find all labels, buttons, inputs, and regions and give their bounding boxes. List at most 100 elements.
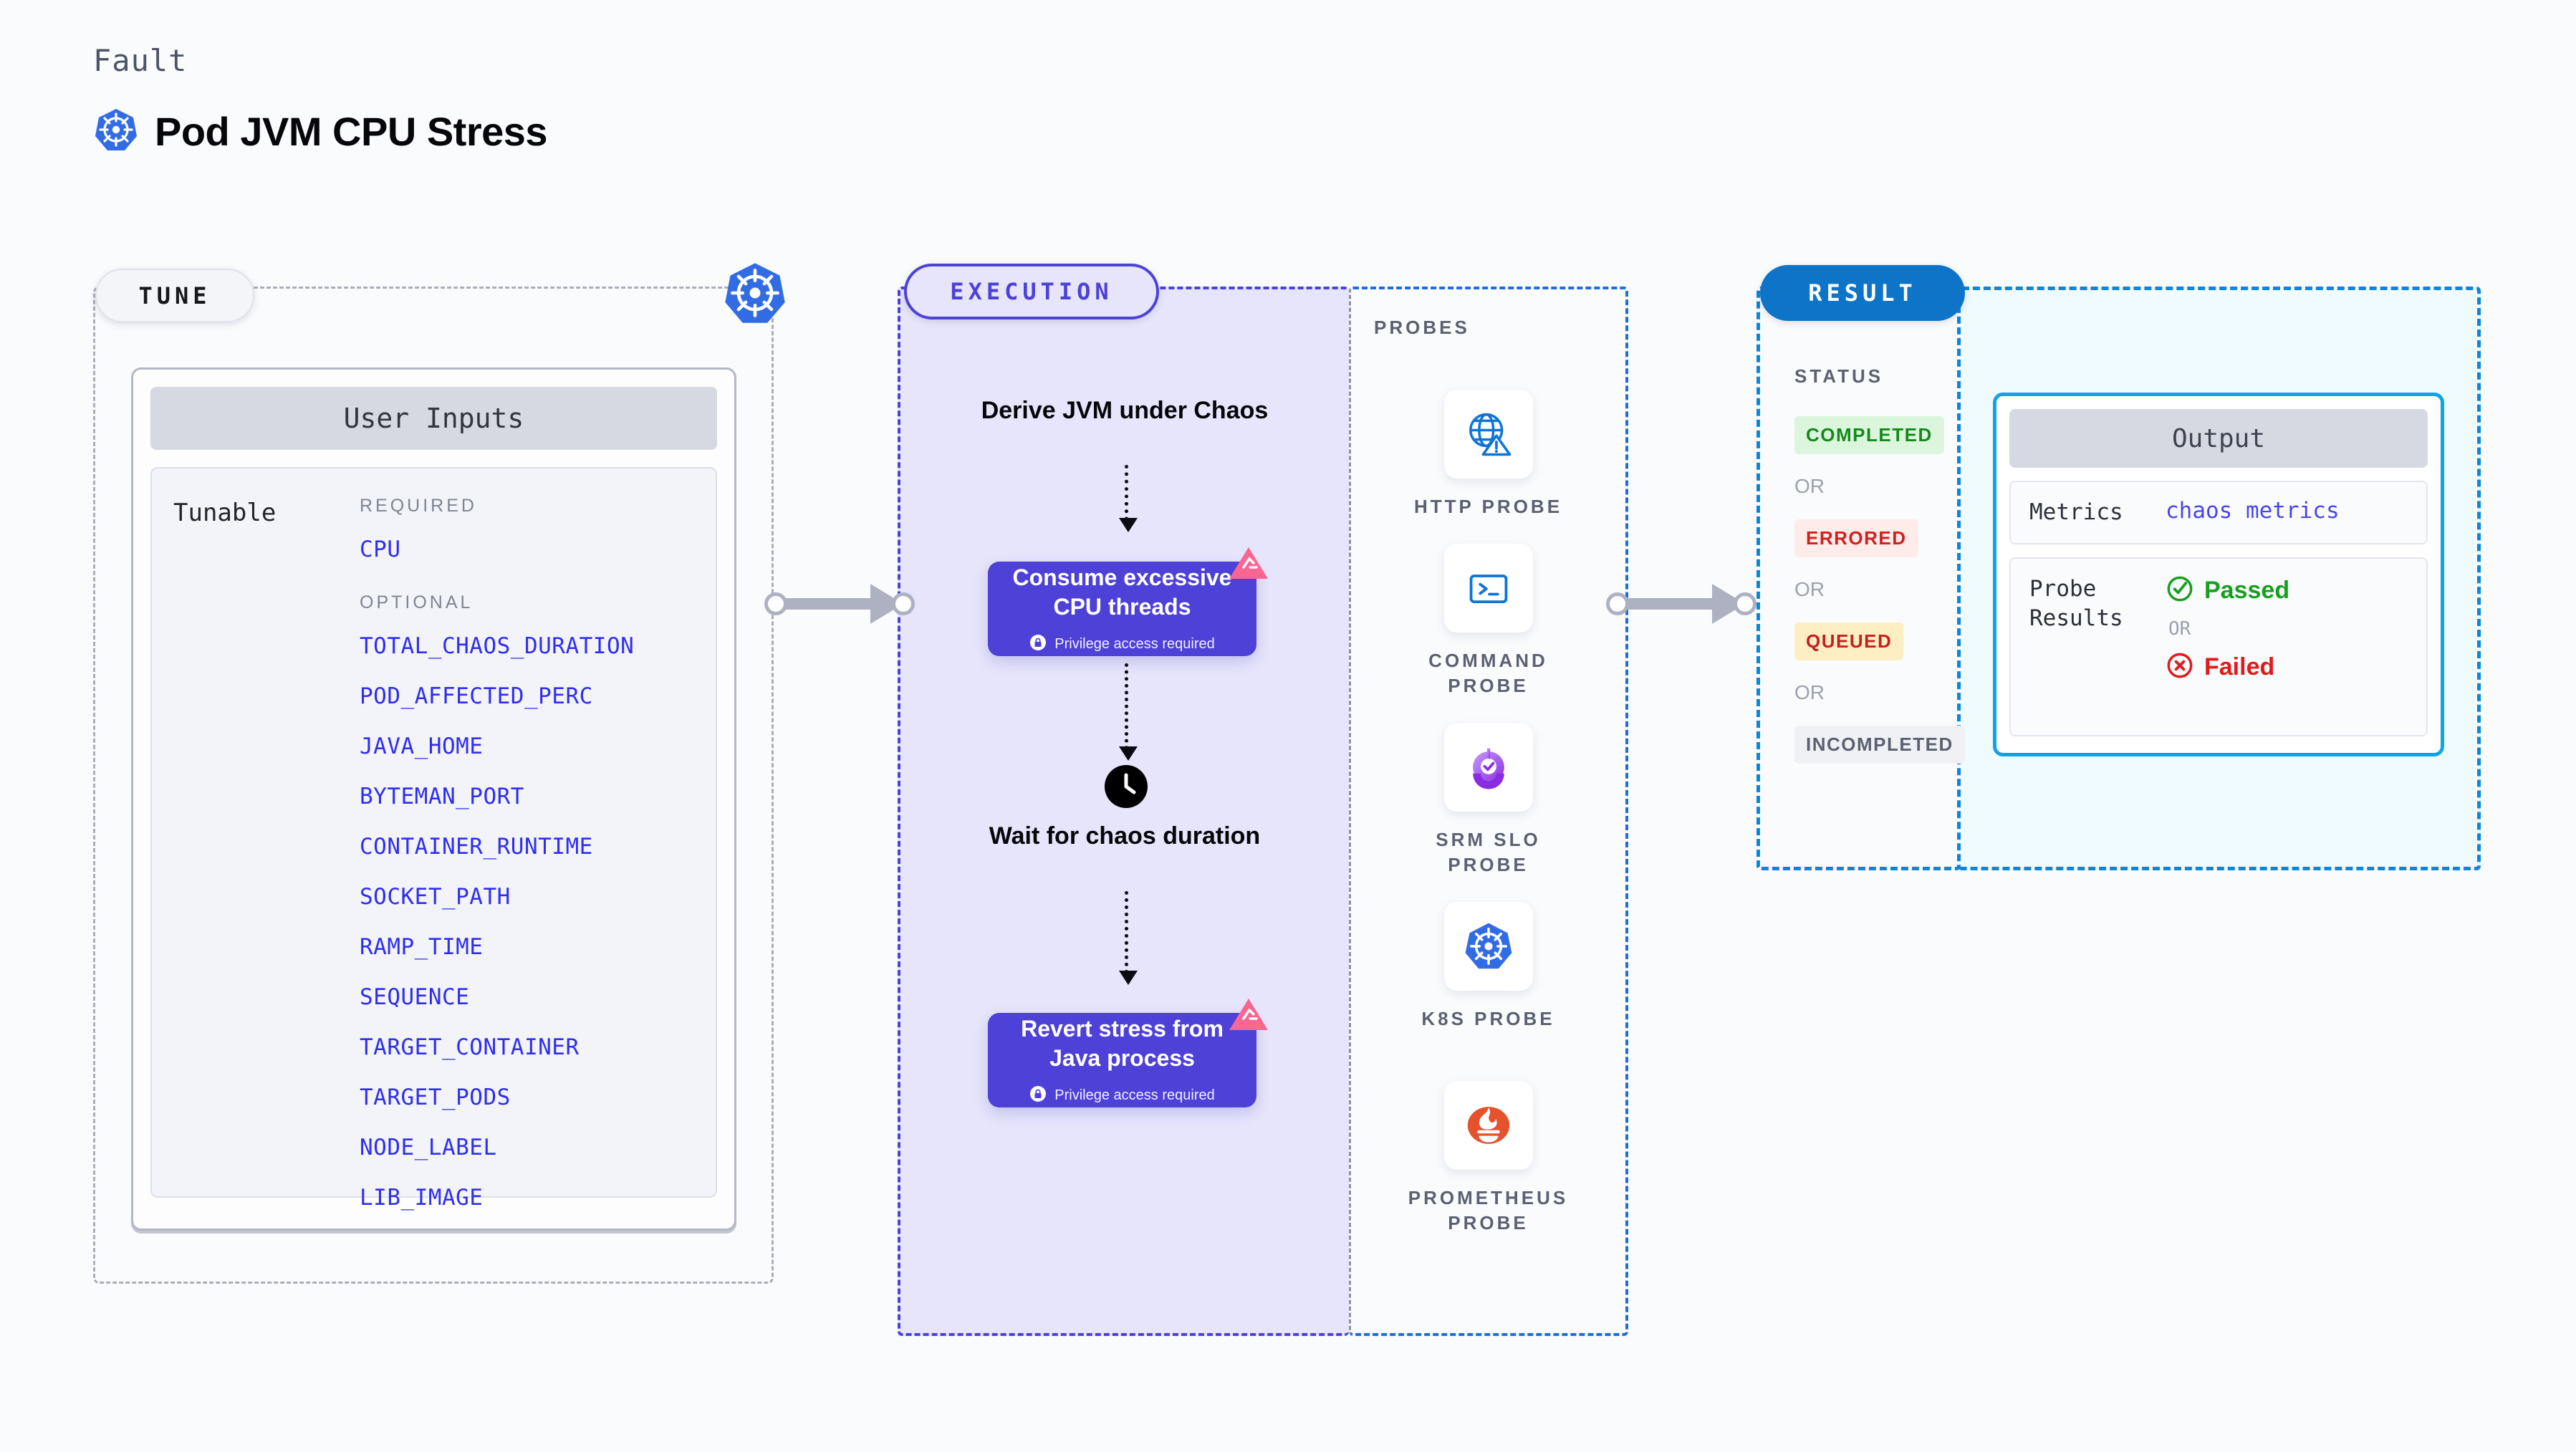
param-container-runtime[interactable]: CONTAINER_RUNTIME: [360, 834, 593, 860]
output-probe-results-row: Probe Results Passed OR: [2009, 557, 2428, 736]
probe-label: K8S PROBE: [1421, 1008, 1555, 1029]
execution-section-label: EXECUTION: [950, 278, 1113, 305]
user-inputs-title: User Inputs: [150, 387, 717, 450]
tune-section-label: TUNE: [138, 282, 211, 309]
probe-label: COMMAND PROBE: [1428, 650, 1548, 697]
param-lib-image[interactable]: LIB_IMAGE: [360, 1185, 484, 1211]
kubernetes-icon: [722, 260, 788, 326]
param-target-pods[interactable]: TARGET_PODS: [360, 1085, 511, 1110]
privilege-note: Privilege access required: [1029, 634, 1215, 655]
passed-label: Passed: [2204, 576, 2290, 604]
terminal-icon: [1443, 544, 1533, 633]
arrow-shaft: [1616, 598, 1724, 610]
fault-title-row: Pod JVM CPU Stress: [93, 107, 548, 156]
privilege-label: Privilege access required: [1054, 636, 1215, 653]
optional-heading: OPTIONAL: [360, 592, 474, 612]
output-metrics-row: Metrics chaos metrics: [2009, 481, 2428, 544]
param-byteman-port[interactable]: BYTEMAN_PORT: [360, 784, 524, 809]
lock-icon: [1029, 634, 1047, 655]
probe-command[interactable]: COMMAND PROBE: [1351, 544, 1625, 698]
probe-label: HTTP PROBE: [1413, 496, 1563, 517]
param-java-home[interactable]: JAVA_HOME: [360, 734, 484, 759]
arrow-end-dot: [1734, 592, 1756, 615]
privilege-label: Privilege access required: [1054, 1087, 1215, 1104]
probe-http[interactable]: HTTP PROBE: [1351, 390, 1625, 519]
probe-results-values: Passed OR Failed: [2166, 574, 2289, 719]
globe-warning-icon: [1443, 390, 1533, 479]
required-heading: REQUIRED: [360, 496, 477, 516]
output-metrics-value[interactable]: chaos metrics: [2166, 498, 2340, 524]
arrow-start-dot: [1606, 592, 1629, 615]
param-node-label[interactable]: NODE_LABEL: [360, 1135, 497, 1160]
action-revert-label: Revert stress from Java process: [1021, 1015, 1224, 1071]
kubernetes-icon: [1443, 902, 1533, 991]
status-badge-errored[interactable]: ERRORED: [1794, 519, 1918, 557]
connector-derive-to-consume: [1119, 465, 1138, 532]
probe-label: PROMETHEUS PROBE: [1408, 1187, 1569, 1234]
result-status-panel: STATUS COMPLETED OR ERRORED OR QUEUED OR…: [1756, 287, 1965, 870]
tunable-label: Tunable: [173, 499, 277, 527]
tunable-box: Tunable REQUIRED CPU OPTIONAL TOTAL_CHAO…: [150, 467, 717, 1211]
prometheus-icon: [1443, 1081, 1533, 1170]
clock-icon: [1103, 764, 1149, 809]
param-total-chaos-duration[interactable]: TOTAL_CHAOS_DURATION: [360, 633, 635, 659]
connector-consume-to-wait: [1119, 663, 1138, 761]
probe-srm-slo[interactable]: SRM SLO PROBE: [1351, 723, 1625, 878]
status-badge-queued[interactable]: QUEUED: [1794, 622, 1904, 660]
harness-logo-icon: [1228, 997, 1269, 1036]
result-section-pill: RESULT: [1760, 265, 1965, 321]
execution-panel: Derive JVM under Chaos Consume excessive…: [898, 287, 1349, 1336]
tune-panel: User Inputs Tunable REQUIRED CPU OPTIONA…: [93, 287, 774, 1284]
param-socket-path[interactable]: SOCKET_PATH: [360, 884, 511, 910]
output-title: Output: [2009, 409, 2428, 468]
kubernetes-icon: [93, 107, 139, 156]
arrow-start-dot: [764, 592, 787, 615]
tune-section-pill: TUNE: [95, 269, 254, 322]
arrow-tune-to-execution: [764, 584, 915, 624]
privilege-note: Privilege access required: [1029, 1085, 1215, 1106]
param-ramp-time[interactable]: RAMP_TIME: [360, 934, 484, 960]
output-metrics-key: Metrics: [2029, 499, 2123, 525]
arrow-end-dot: [892, 592, 915, 615]
status-or-1: OR: [1794, 475, 1825, 497]
user-inputs-card: User Inputs Tunable REQUIRED CPU OPTIONA…: [131, 367, 736, 1231]
probe-prometheus[interactable]: PROMETHEUS PROBE: [1351, 1081, 1625, 1236]
connector-wait-to-revert: [1119, 891, 1138, 985]
status-or-3: OR: [1794, 681, 1825, 703]
probes-section-label: PROBES: [1374, 317, 1470, 338]
arrow-execution-to-result: [1606, 584, 1756, 624]
param-target-container[interactable]: TARGET_CONTAINER: [360, 1034, 580, 1060]
action-consume-cpu-threads[interactable]: Consume excessive CPU threads Privilege …: [988, 547, 1268, 656]
probe-result-failed: Failed: [2166, 651, 2289, 683]
probes-panel: PROBES HTTP PROBE: [1349, 287, 1628, 1336]
param-cpu[interactable]: CPU: [360, 537, 401, 562]
action-consume-label: Consume excessive CPU threads: [1012, 564, 1232, 620]
param-sequence[interactable]: SEQUENCE: [360, 984, 470, 1010]
x-circle-icon: [2166, 651, 2194, 683]
status-or-2: OR: [1794, 578, 1825, 600]
step-wait-title: Wait for chaos duration: [989, 822, 1261, 850]
check-circle-icon: [2166, 574, 2194, 607]
param-pod-affected-perc[interactable]: POD_AFFECTED_PERC: [360, 683, 593, 709]
arrow-shaft: [774, 598, 882, 610]
status-heading: STATUS: [1794, 365, 1884, 387]
fault-kicker: Fault: [93, 43, 188, 78]
result-section-label: RESULT: [1808, 279, 1917, 307]
status-badge-incompleted[interactable]: INCOMPLETED: [1794, 726, 1965, 764]
lock-icon: [1029, 1085, 1047, 1106]
probe-result-passed: Passed: [2166, 574, 2289, 607]
harness-logo-icon: [1228, 546, 1269, 585]
execution-section-pill: EXECUTION: [904, 264, 1159, 319]
probe-label: SRM SLO PROBE: [1436, 829, 1541, 876]
failed-label: Failed: [2204, 653, 2275, 681]
probe-result-or: OR: [2168, 617, 2191, 640]
output-probe-results-key: Probe Results: [2029, 575, 2123, 631]
action-revert-stress[interactable]: Revert stress from Java process Privileg…: [988, 999, 1268, 1107]
status-badge-completed[interactable]: COMPLETED: [1794, 416, 1944, 454]
page-title: Pod JVM CPU Stress: [155, 109, 548, 154]
page-header: Fault Pod JVM CPU Stress: [93, 43, 548, 156]
tunable-param-lists: REQUIRED CPU OPTIONAL TOTAL_CHAOS_DURATI…: [360, 496, 694, 1211]
output-card: Output Metrics chaos metrics Probe Resul…: [1993, 393, 2444, 756]
step-derive-jvm-title: Derive JVM under Chaos: [981, 397, 1269, 424]
probe-k8s[interactable]: K8S PROBE: [1351, 902, 1625, 1032]
